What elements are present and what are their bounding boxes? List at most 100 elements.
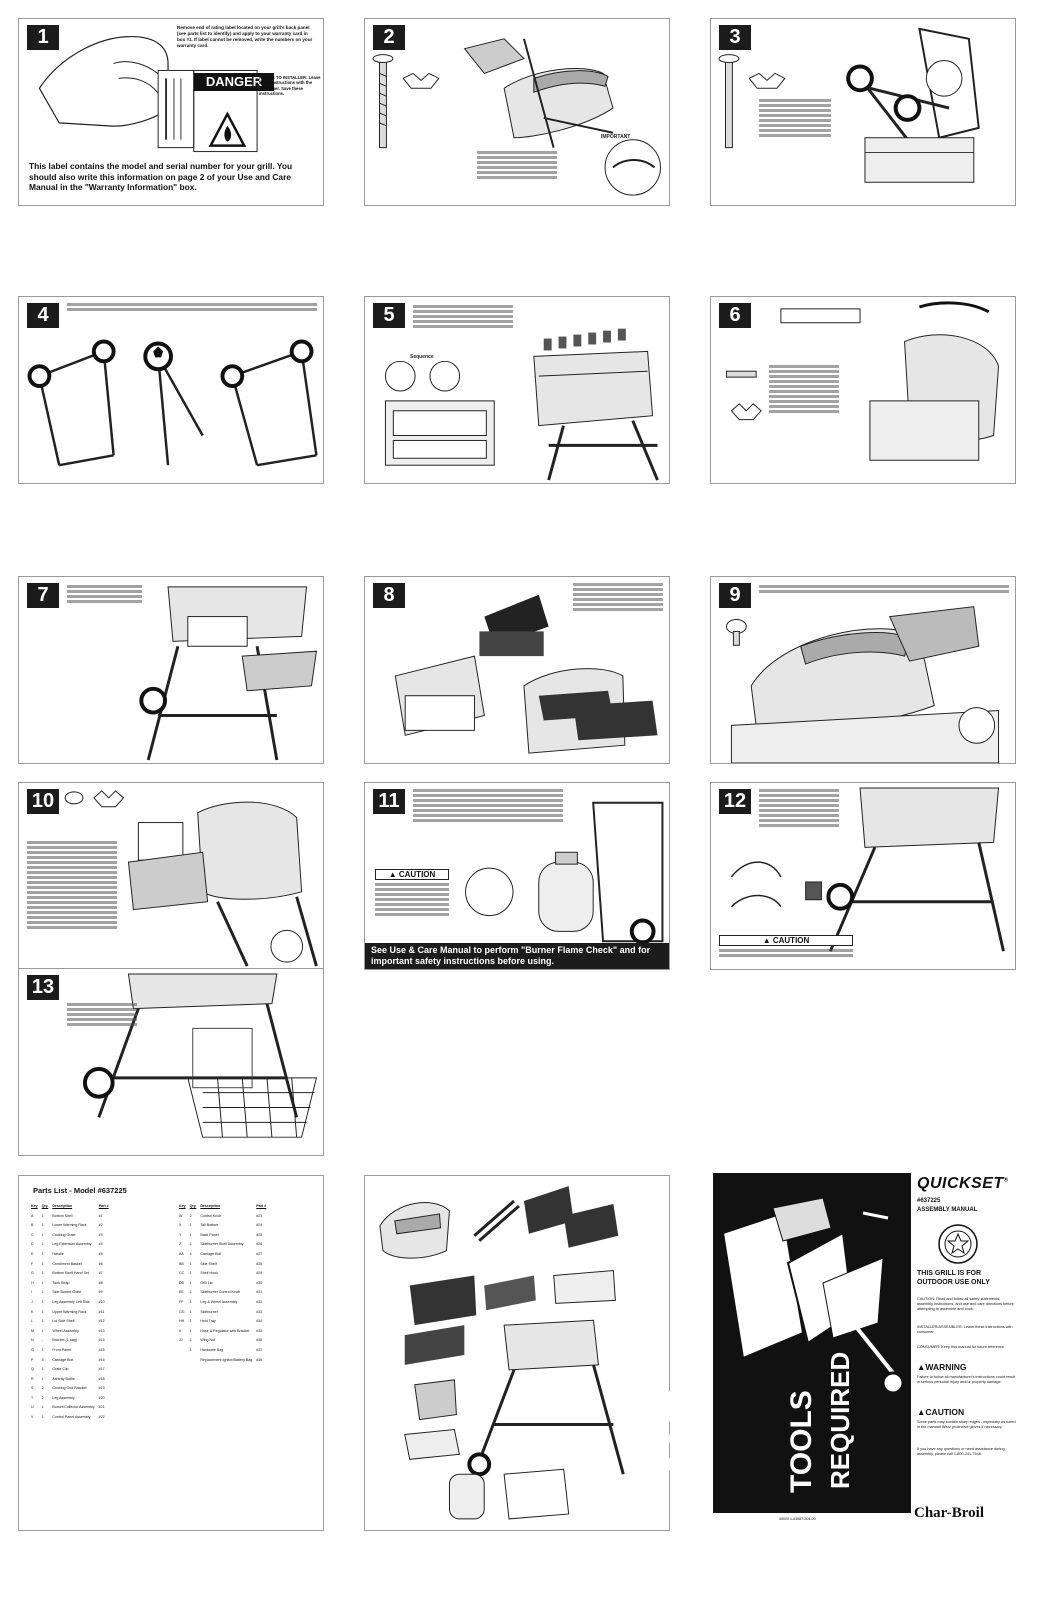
parts-cell [188,1356,199,1366]
sideburner-install-illustration [64,790,318,967]
parts-cell: I [31,1290,32,1295]
parts-cell: 1 [189,1309,192,1314]
parts-cell: 1 [41,1261,44,1266]
parts-cell: Grill Lid [200,1280,213,1285]
step-13-panel: 13 [18,968,324,1156]
parts-cell: Handle [52,1251,64,1256]
model-number: #637225 [917,1198,941,1204]
parts-cell: Lower Warming Rack [52,1223,87,1228]
parts-cell: Tall Bottom [200,1223,219,1228]
parts-cell: Cooking Grate [52,1232,76,1237]
step-4-panel: 4 [18,296,324,484]
step-number: 2 [373,25,405,50]
quickset-brand: QUICKSET® [917,1175,1009,1192]
parts-cell: Back Panel [200,1232,219,1237]
lp-tank-illustration [465,801,664,945]
parts-cell: #9 [98,1290,103,1295]
parts-cell: Bottom Shelf Hand Set [52,1271,89,1276]
step-number: 12 [719,789,751,814]
certification-seal-icon [938,1224,978,1264]
parts-cell: 1 [41,1376,44,1381]
parts-cell: - [41,1338,43,1343]
parts-cell: #12 [98,1319,105,1324]
parts-cell: W [179,1213,183,1218]
parts-cell: Sideburner Control Knob [200,1290,240,1295]
parts-cell: #25 [256,1232,263,1237]
flame-check-banner: See Use & Care Manual to perform "Burner… [365,943,669,969]
help-paragraph: If you have any questions or need assist… [917,1447,1005,1456]
parts-header-cell: Description [52,1204,73,1208]
step-4-instructions [67,303,317,313]
parts-cell: #34 [256,1319,263,1324]
danger-label: DANGER [194,73,274,91]
parts-cell: A [31,1213,34,1218]
parts-cell: 1 [41,1299,44,1304]
parts-cell: Upper Warming Rack [52,1309,87,1314]
parts-cell: 1 [41,1213,44,1218]
parts-cell: #17 [98,1367,105,1372]
parts-cell: 1 [41,1367,44,1372]
parts-cell: F [31,1261,34,1266]
parts-cell: 1 [189,1223,192,1228]
parts-cell: 1 [41,1290,44,1295]
step-12-instructions [759,789,839,829]
parts-cell: 1 [189,1338,192,1343]
folding-grill-illustration [721,1197,905,1395]
parts-cell: #35 [256,1328,263,1333]
parts-cell: Sideburner Shelf Assembly [200,1242,244,1247]
caution-heading: ▲CAUTION [917,1407,965,1417]
parts-cell: Burner/Collector Assembly [52,1405,95,1410]
caution-icon: ▲ [388,870,399,879]
step-1-instructions: Remove end of rating label located on yo… [177,25,313,48]
parts-cell: 2 [189,1213,192,1218]
parts-row: N-Bracket (1 bag)#14 [29,1336,111,1346]
step-10-panel: 10 [18,782,324,970]
tools-text: TOOLS [785,1390,818,1493]
caution2-paragraph: Some parts may contain sharp edges - esp… [917,1420,1016,1429]
parts-cell: 1 [41,1415,44,1420]
parts-cell: BB [179,1261,184,1266]
step-6-instructions [769,365,839,415]
parts-cell: #23 [256,1213,263,1218]
parts-header-cell: Qty. [189,1204,197,1208]
parts-cell: P [31,1357,34,1362]
parts-cell: #36 [256,1338,263,1343]
parts-cell: 1 [41,1232,44,1237]
parts-cell: 4 [41,1357,44,1362]
parts-cell: D [31,1242,34,1247]
parts-cell: GG [179,1309,185,1314]
parts-cell: Hardware Bag [200,1347,224,1352]
parts-cell: #28 [256,1261,263,1266]
step-number: 8 [373,583,405,608]
parts-cell [177,1346,188,1356]
step-2-instructions [477,151,557,181]
parts-header-cell: Qty. [41,1204,49,1208]
step-number: 4 [27,303,59,328]
parts-cell: #19 [98,1386,105,1391]
step-6-panel: 6 [710,296,1016,484]
step-10-instructions [27,841,117,931]
parts-cell: Wheel Assembly [52,1328,79,1333]
parts-cell: #31 [256,1290,263,1295]
parts-cell: Y [179,1232,182,1237]
parts-cell: C [31,1232,34,1237]
parts-cell: #2 [98,1223,103,1228]
